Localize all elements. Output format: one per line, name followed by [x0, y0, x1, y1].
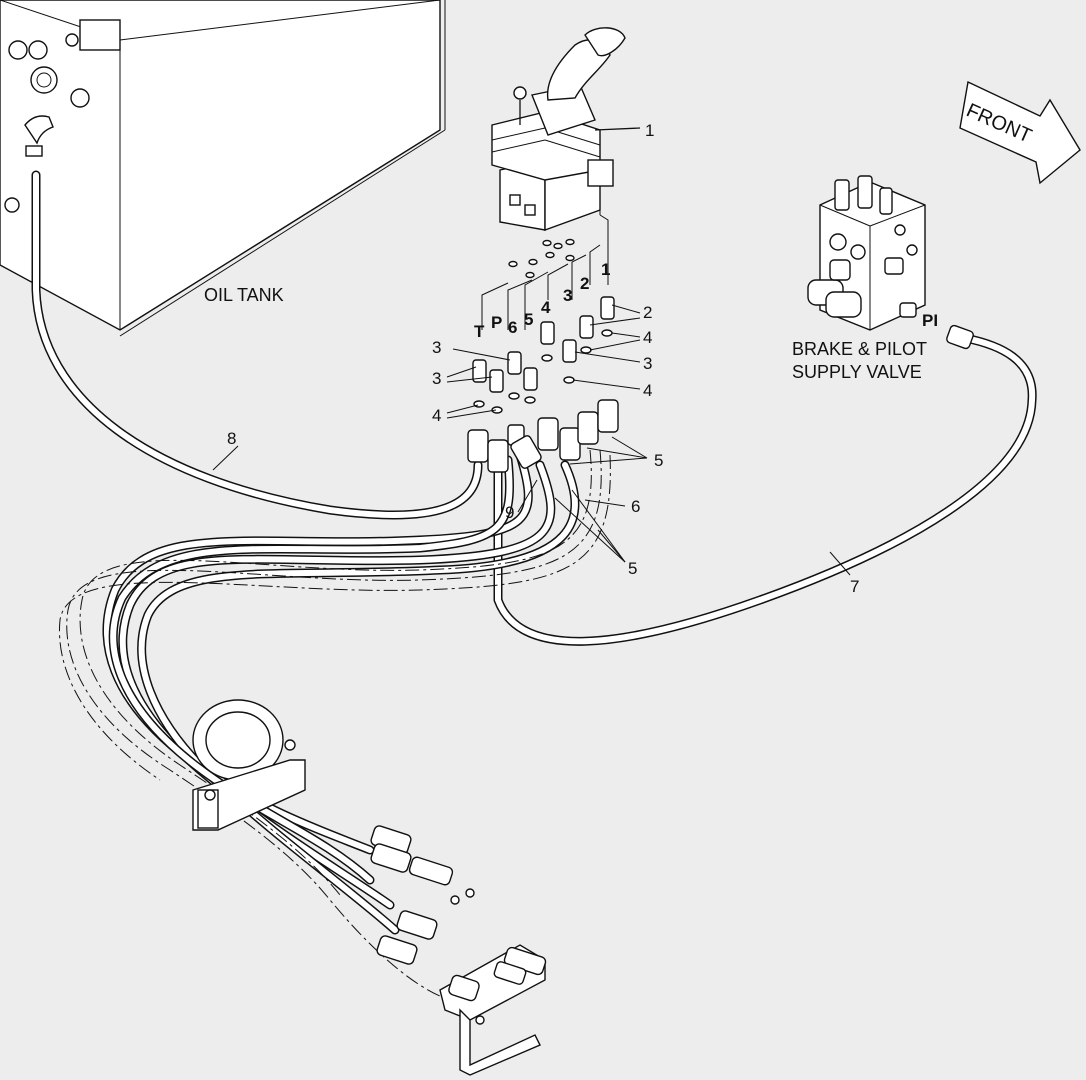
front-arrow: [959, 80, 1081, 185]
valve-label-line1: BRAKE & PILOT: [792, 339, 927, 359]
valve-label-line2: SUPPLY VALVE: [792, 362, 922, 382]
port-t-label: T: [474, 322, 485, 341]
hose-clamp-bracket: [192, 699, 306, 831]
port-pi-label: PI: [922, 311, 938, 330]
port-6-label: 6: [508, 318, 517, 337]
port-2-label: 2: [580, 274, 589, 293]
o-rings-top: [508, 238, 575, 279]
callout-8: 8: [227, 429, 236, 448]
port-p-label: P: [491, 313, 502, 332]
callout-9: 9: [505, 503, 514, 522]
callout-6: 6: [631, 497, 640, 516]
callout-4-right-upper: 4: [643, 328, 652, 347]
callout-3-left-upper: 3: [432, 338, 441, 357]
pilot-manifold: [370, 825, 547, 1076]
o-rings: [473, 329, 613, 414]
oil-tank-label: OIL TANK: [204, 285, 284, 305]
callout-2: 2: [643, 303, 652, 322]
port-5-label: 5: [524, 310, 533, 329]
port-3-label: 3: [563, 286, 572, 305]
callout-5-lower: 5: [628, 559, 637, 578]
callout-leaders: [212, 304, 851, 576]
callout-1: 1: [645, 121, 654, 140]
callout-3-right: 3: [643, 354, 652, 373]
port-1-label: 1: [601, 260, 610, 279]
pilot-joystick: [491, 27, 626, 231]
callout-4-left: 4: [432, 406, 441, 425]
callout-3-left-lower: 3: [432, 369, 441, 388]
adapter-fittings: [472, 296, 615, 393]
callout-4-right-lower: 4: [643, 381, 652, 400]
phantom-hoses: [58, 449, 611, 1001]
port-4-label: 4: [541, 298, 551, 317]
port-leader-lines: [481, 127, 641, 330]
callout-5-upper: 5: [654, 451, 663, 470]
hose-end-fittings: [467, 399, 619, 473]
brake-pilot-supply-valve: [807, 175, 974, 350]
callout-7: 7: [850, 577, 859, 596]
oil-tank: [0, 0, 446, 337]
